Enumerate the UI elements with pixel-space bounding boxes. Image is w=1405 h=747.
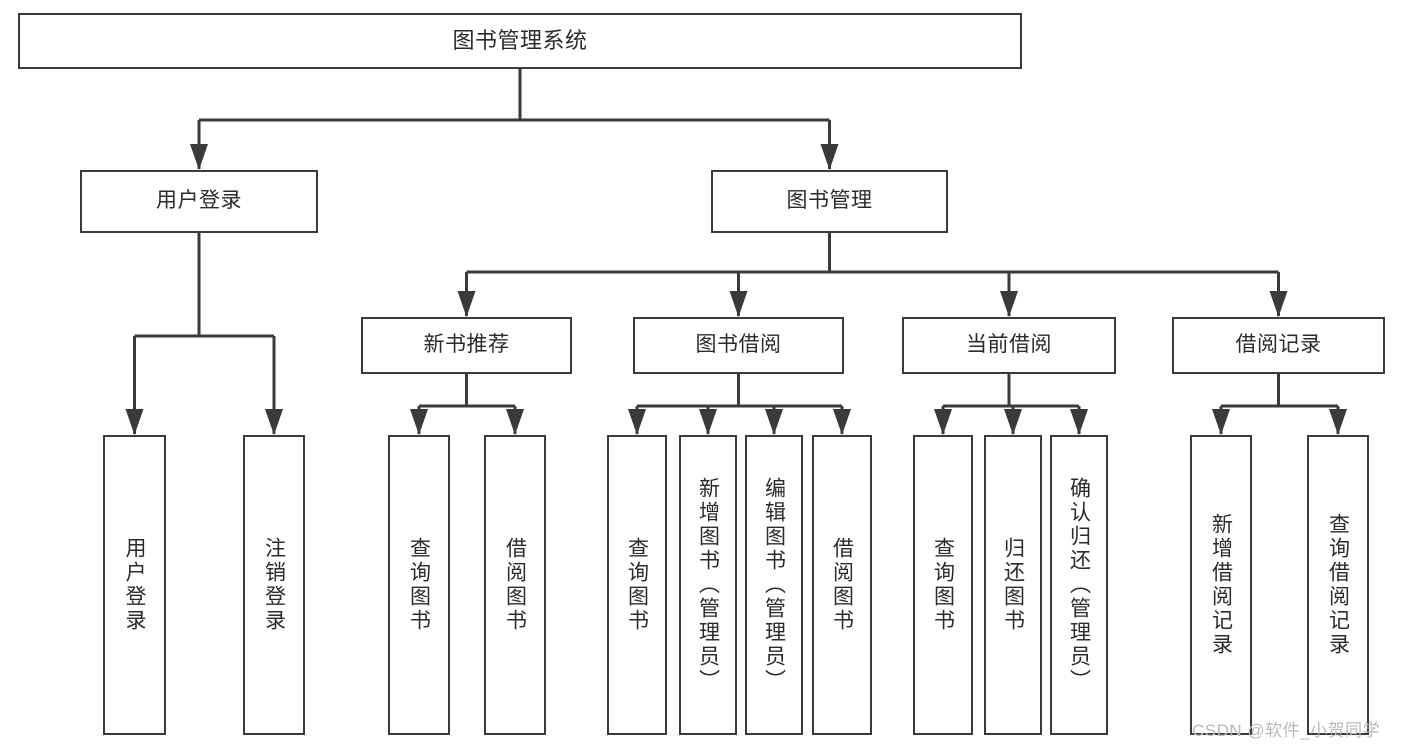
node-label: 图书借阅 — [695, 333, 782, 357]
node-l-add[interactable]: 新增图书（管理员） — [679, 435, 737, 735]
node-l-addrec[interactable]: 新增借阅记录 — [1190, 435, 1252, 735]
node-label: 借阅图书 — [503, 537, 527, 633]
node-borrow[interactable]: 图书借阅 — [633, 317, 844, 374]
node-label: 查询图书 — [407, 537, 431, 633]
node-records[interactable]: 借阅记录 — [1172, 317, 1385, 374]
node-label: 查询图书 — [625, 537, 649, 633]
node-label: 注销登录 — [262, 537, 286, 633]
node-label: 借阅记录 — [1235, 333, 1322, 357]
node-label: 新增图书（管理员） — [696, 477, 720, 693]
node-l-login[interactable]: 用户登录 — [103, 435, 166, 735]
node-l-query2[interactable]: 查询图书 — [607, 435, 667, 735]
node-l-queryrec[interactable]: 查询借阅记录 — [1307, 435, 1369, 735]
node-label: 查询图书 — [931, 537, 955, 633]
node-l-borrow2[interactable]: 借阅图书 — [812, 435, 872, 735]
node-root[interactable]: 图书管理系统 — [18, 13, 1022, 69]
node-label: 用户登录 — [123, 537, 146, 633]
node-label: 编辑图书（管理员） — [762, 477, 786, 693]
node-label: 查询借阅记录 — [1326, 513, 1350, 657]
node-login[interactable]: 用户登录 — [80, 170, 318, 233]
node-l-edit[interactable]: 编辑图书（管理员） — [745, 435, 803, 735]
node-label: 归还图书 — [1001, 537, 1025, 633]
node-newbook[interactable]: 新书推荐 — [361, 317, 572, 374]
node-l-return[interactable]: 归还图书 — [984, 435, 1042, 735]
node-label: 新增借阅记录 — [1209, 513, 1233, 657]
node-label: 借阅图书 — [830, 537, 854, 633]
node-label: 图书管理系统 — [452, 28, 588, 54]
node-l-confirm[interactable]: 确认归还（管理员） — [1050, 435, 1108, 735]
node-label: 用户登录 — [156, 189, 242, 213]
node-l-borrow1[interactable]: 借阅图书 — [484, 435, 546, 735]
node-label: 新书推荐 — [423, 333, 510, 357]
node-l-query3[interactable]: 查询图书 — [913, 435, 973, 735]
node-l-query1[interactable]: 查询图书 — [388, 435, 450, 735]
node-label: 当前借阅 — [966, 333, 1052, 357]
node-label: 确认归还（管理员） — [1067, 477, 1091, 693]
node-bookmgr[interactable]: 图书管理 — [711, 170, 948, 233]
node-label: 图书管理 — [786, 189, 873, 213]
node-current[interactable]: 当前借阅 — [902, 317, 1116, 374]
node-l-logout[interactable]: 注销登录 — [243, 435, 305, 735]
watermark-text: CSDN @软件_小贺同学 — [1192, 721, 1381, 740]
